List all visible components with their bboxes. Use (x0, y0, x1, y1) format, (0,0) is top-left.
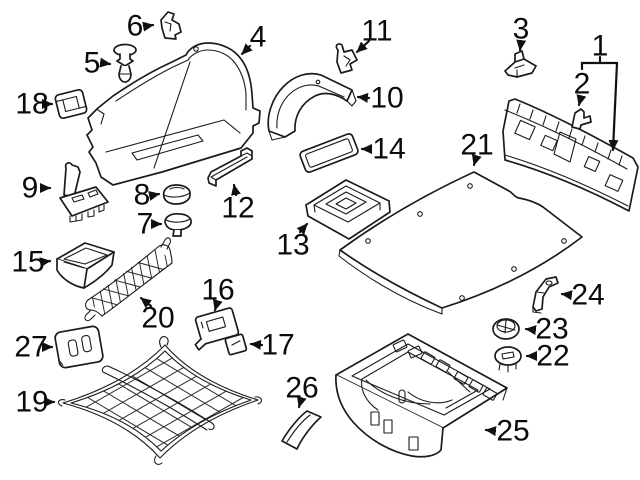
callout-1-label: 1 (592, 30, 609, 63)
callout-22-label: 22 (536, 340, 569, 373)
part-round-nut (492, 318, 520, 340)
callout-6-label: 6 (127, 10, 144, 43)
callout-7-label: 7 (137, 208, 154, 241)
callout-25-arrow (484, 426, 497, 437)
part-hook-bracket (532, 276, 559, 314)
callout-18-label: 18 (15, 88, 48, 121)
callout-1-bracket (580, 55, 619, 71)
callout-3-label: 3 (513, 13, 530, 46)
part-slotted-plate (194, 307, 240, 351)
callout-25-label: 25 (496, 415, 529, 448)
callout-23-arrow (524, 325, 537, 336)
callout-15-arrow (39, 257, 52, 268)
part-flat-pad (299, 133, 359, 173)
callout-4-arrow (240, 43, 253, 56)
callout-10-arrow (356, 92, 371, 103)
callout-20-label: 20 (141, 302, 174, 335)
callout-17-label: 17 (261, 329, 294, 362)
part-push-pin (113, 43, 137, 83)
callout-15-label: 15 (11, 246, 44, 279)
callout-20-arrow (139, 296, 153, 309)
callout-27-label: 27 (14, 331, 47, 364)
callout-6-arrow (142, 21, 155, 32)
callout-24-label: 24 (571, 279, 604, 312)
callout-8-label: 8 (134, 179, 151, 212)
part-storage-bin (56, 242, 115, 289)
callout-1-arrow (608, 61, 619, 152)
callout-5-arrow (99, 57, 112, 68)
part-mounting-bracket (59, 162, 109, 223)
part-trim-blade (281, 410, 322, 450)
callout-5-label: 5 (84, 47, 101, 80)
callout-26-arrow (296, 396, 307, 409)
part-cargo-net (57, 336, 263, 465)
part-side-trim-panel (86, 42, 261, 186)
part-winged-clip (504, 50, 537, 78)
callout-11-arrow (355, 39, 371, 54)
callouts: 1 2 3 4 5 6 7 8 9 10 11 12 13 14 15 16 1 (11, 10, 619, 448)
callout-12-label: 12 (221, 192, 254, 225)
part-round-clip (494, 346, 522, 373)
part-small-tray (305, 179, 391, 240)
part-sill-strip (207, 147, 253, 187)
part-step-clip (571, 108, 592, 130)
callout-17-arrow (249, 339, 264, 350)
callout-10-label: 10 (370, 82, 403, 115)
callout-13-label: 13 (276, 229, 309, 262)
callout-4-label: 4 (250, 21, 267, 54)
callout-26-label: 26 (285, 372, 318, 405)
callout-11-label: 11 (361, 15, 392, 48)
callout-19-label: 19 (15, 386, 48, 419)
part-bezel (54, 88, 88, 120)
callout-23-label: 23 (535, 313, 568, 346)
part-slotted-block (54, 325, 104, 369)
part-trunk-floor-mat (338, 171, 583, 315)
callout-9-label: 9 (22, 172, 39, 205)
callout-2-label: 2 (574, 68, 591, 101)
part-clip (335, 43, 358, 74)
callout-2-arrow (576, 94, 587, 107)
callout-16-label: 16 (201, 274, 234, 307)
callout-12-arrow (231, 183, 241, 197)
callout-8-arrow (148, 191, 161, 201)
callout-21-arrow (471, 154, 482, 167)
part-cap-clip-b (164, 213, 192, 237)
callout-16-arrow (212, 299, 223, 312)
part-cap-clip-a (162, 184, 191, 205)
part-rear-sill-trim (502, 98, 639, 212)
callout-3-arrow (516, 39, 527, 52)
callout-21-label: 21 (460, 129, 493, 162)
callout-14-label: 14 (372, 133, 405, 166)
part-storage-tray (335, 333, 508, 458)
part-wheel-arch-cover (267, 72, 357, 141)
part-small-plate (224, 333, 248, 356)
part-clip-bracket (160, 11, 182, 40)
callout-13-arrow (296, 222, 309, 235)
callout-24-arrow (560, 290, 573, 301)
